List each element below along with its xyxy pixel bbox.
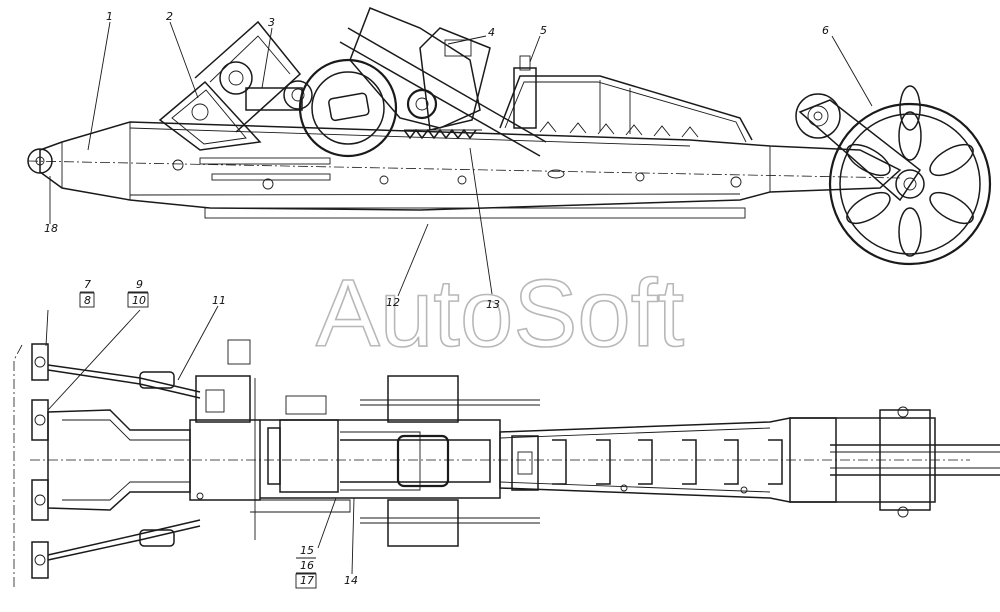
- callout-4: 4: [488, 26, 495, 39]
- leader-lines: [45, 21, 873, 575]
- callout-13: 13: [486, 298, 500, 311]
- hinge-blocks: [31, 343, 49, 579]
- callout-16: 16: [300, 559, 314, 572]
- callout-18: 18: [44, 222, 58, 235]
- callout-5: 5: [540, 24, 547, 37]
- callout-2: 2: [166, 10, 173, 23]
- side-view: [27, 7, 992, 266]
- callout-12: 12: [386, 296, 400, 309]
- callout-labels: 1 2 3 4 5 6 7 8 9 10 11 12 13 14 15 16 1…: [44, 10, 829, 589]
- callout-1: 1: [106, 10, 113, 23]
- watermark: AutoSoft: [316, 260, 684, 367]
- callout-9: 9: [136, 278, 143, 291]
- plan-view: [13, 339, 1000, 590]
- wheel: [795, 85, 992, 266]
- callout-14: 14: [344, 574, 358, 587]
- callout-11: 11: [212, 294, 226, 307]
- callout-7: 7: [84, 278, 91, 291]
- callout-15: 15: [300, 544, 314, 557]
- callout-8: 8: [84, 294, 91, 307]
- beam-slots: [552, 439, 783, 485]
- beam-holes: [172, 157, 742, 190]
- callout-17: 17: [300, 574, 314, 587]
- callout-6: 6: [822, 24, 829, 37]
- callout-10: 10: [132, 294, 146, 307]
- callout-3: 3: [268, 16, 275, 29]
